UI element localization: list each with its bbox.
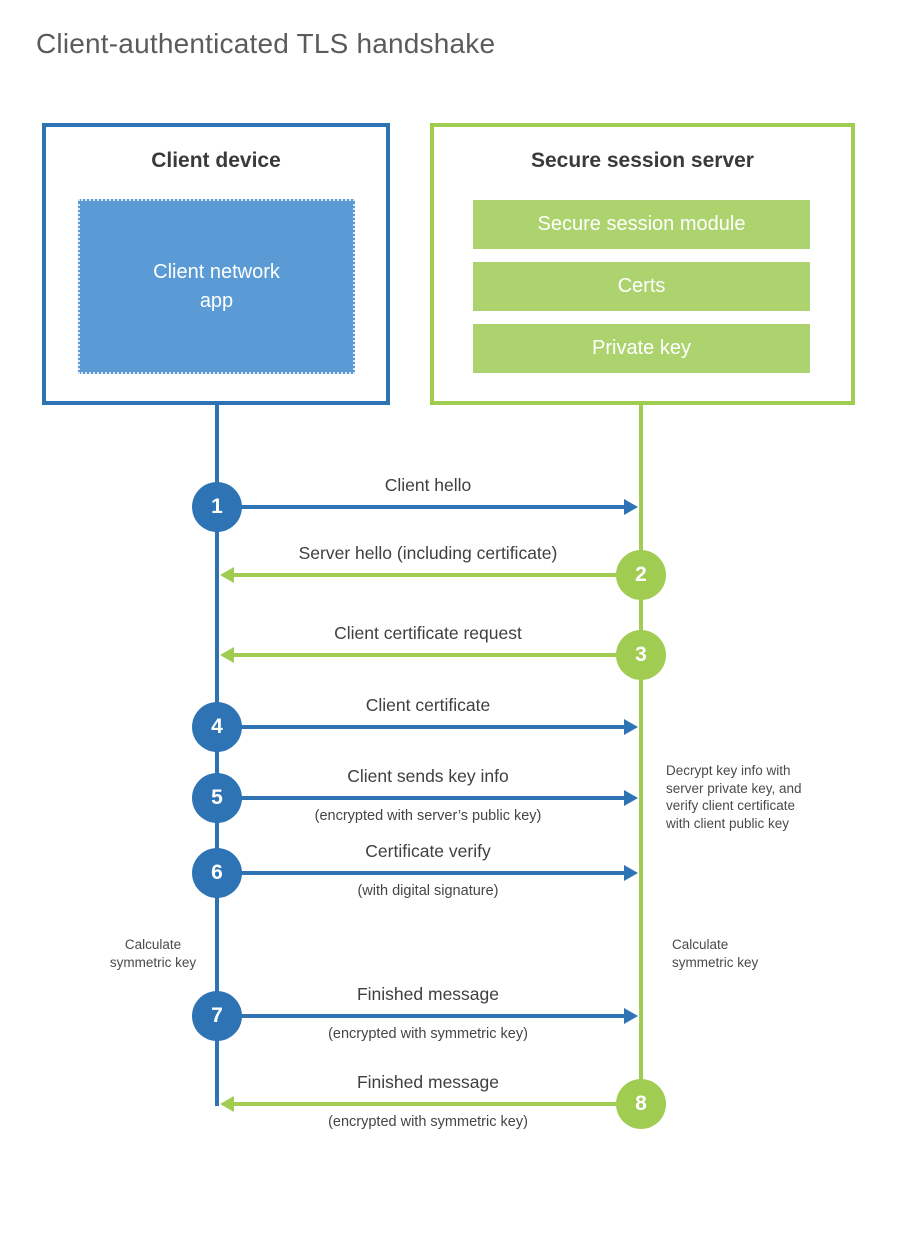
arrow-shaft	[240, 725, 624, 729]
client-lifeline	[215, 405, 219, 1106]
server-calculate-symmetric-key-note: Calculate symmetric key	[672, 937, 759, 970]
step-circle-6: 6	[192, 848, 242, 898]
step-circle-3: 3	[616, 630, 666, 680]
arrow-shaft	[240, 1014, 624, 1018]
message-sublabel: (encrypted with symmetric key)	[328, 1114, 528, 1130]
arrow-shaft	[234, 573, 616, 577]
step-circle-8: 8	[616, 1079, 666, 1129]
secure-session-server-title: Secure session server	[531, 149, 754, 172]
arrow-shaft	[240, 871, 624, 875]
server-module-certs: Certs	[473, 262, 810, 311]
server-module-secure-session-module: Secure session module	[473, 200, 810, 249]
step-circle-2: 2	[616, 550, 666, 600]
message-sublabel: (encrypted with server’s public key)	[314, 808, 542, 824]
arrow-shaft	[240, 505, 624, 509]
message-sublabel: (encrypted with symmetric key)	[328, 1026, 528, 1042]
client-device-title: Client device	[151, 149, 281, 172]
message-sublabel: (with digital signature)	[357, 883, 499, 899]
message-label: Client certificate	[365, 695, 491, 715]
client-calculate-symmetric-key-note: Calculate symmetric key	[109, 937, 197, 970]
message-label: Client sends key info	[347, 766, 509, 786]
message-label: Certificate verify	[365, 841, 491, 861]
server-decrypt-note: Decrypt key info with server private key…	[666, 763, 802, 831]
arrow-head-right-icon	[624, 865, 638, 881]
page-title: Client-authenticated TLS handshake	[36, 28, 496, 59]
message-label: Finished message	[356, 1072, 500, 1092]
arrow-shaft	[240, 796, 624, 800]
message-label: Server hello (including certificate)	[298, 543, 558, 563]
message-label: Client certificate request	[334, 623, 522, 643]
arrow-head-right-icon	[624, 1008, 638, 1024]
arrow-shaft	[234, 653, 616, 657]
arrow-head-left-icon	[220, 647, 234, 663]
step-circle-4: 4	[192, 702, 242, 752]
server-lifeline	[639, 405, 643, 1108]
arrow-shaft	[234, 1102, 616, 1106]
step-circle-7: 7	[192, 991, 242, 1041]
arrow-head-left-icon	[220, 567, 234, 583]
message-label: Client hello	[384, 475, 472, 495]
client-network-app-box: Client network app	[78, 199, 355, 374]
arrow-head-right-icon	[624, 790, 638, 806]
arrow-head-right-icon	[624, 499, 638, 515]
step-circle-1: 1	[192, 482, 242, 532]
arrow-head-left-icon	[220, 1096, 234, 1112]
message-label: Finished message	[356, 984, 500, 1004]
arrow-head-right-icon	[624, 719, 638, 735]
server-module-private-key: Private key	[473, 324, 810, 373]
step-circle-5: 5	[192, 773, 242, 823]
